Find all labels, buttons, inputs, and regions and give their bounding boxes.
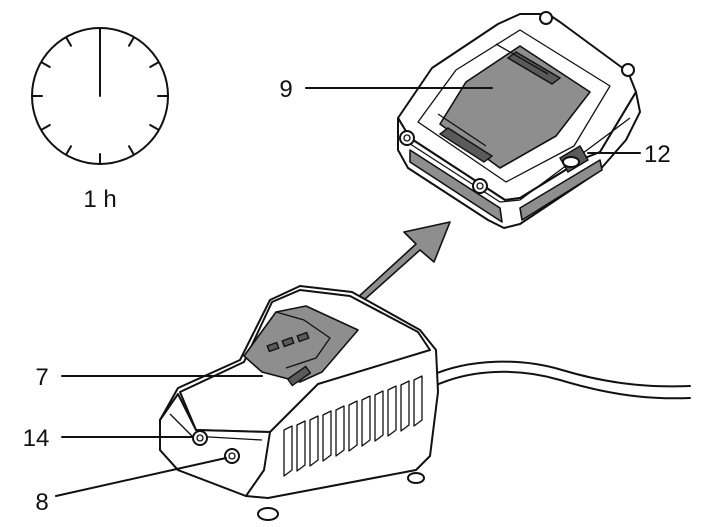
callout-8: 8 xyxy=(35,489,48,516)
clock-tick xyxy=(40,124,51,131)
charger-vent xyxy=(309,415,319,467)
clock-tick xyxy=(128,145,135,156)
charger-vent xyxy=(361,395,371,447)
charger-vent xyxy=(413,375,423,427)
clock-tick xyxy=(149,124,160,131)
callout-line-8 xyxy=(55,457,227,497)
charger-vent xyxy=(335,405,345,457)
charger-vent xyxy=(387,385,397,437)
charger-vent xyxy=(374,390,384,442)
clock-icon xyxy=(31,27,169,165)
callout-7: 7 xyxy=(35,364,48,391)
charger-vents xyxy=(283,375,423,477)
clock-tick xyxy=(65,36,72,47)
callout-14: 14 xyxy=(23,425,50,452)
callout-9: 9 xyxy=(279,76,292,103)
indicator-led-14 xyxy=(192,430,208,446)
charger-vent xyxy=(322,410,332,462)
clock-tick xyxy=(40,61,51,68)
indicator-led-8 xyxy=(224,448,240,464)
clock-tick xyxy=(128,36,135,47)
battery-pack xyxy=(397,11,641,229)
charger-base xyxy=(159,285,691,521)
charge-time-label: 1 h xyxy=(83,186,116,213)
clock-tick xyxy=(65,145,72,156)
charger-vent xyxy=(400,380,410,432)
charger-vent xyxy=(348,400,358,452)
charger-vent xyxy=(283,425,293,477)
callout-12: 12 xyxy=(644,141,671,168)
charger-vent xyxy=(296,420,306,472)
clock-tick xyxy=(149,61,160,68)
